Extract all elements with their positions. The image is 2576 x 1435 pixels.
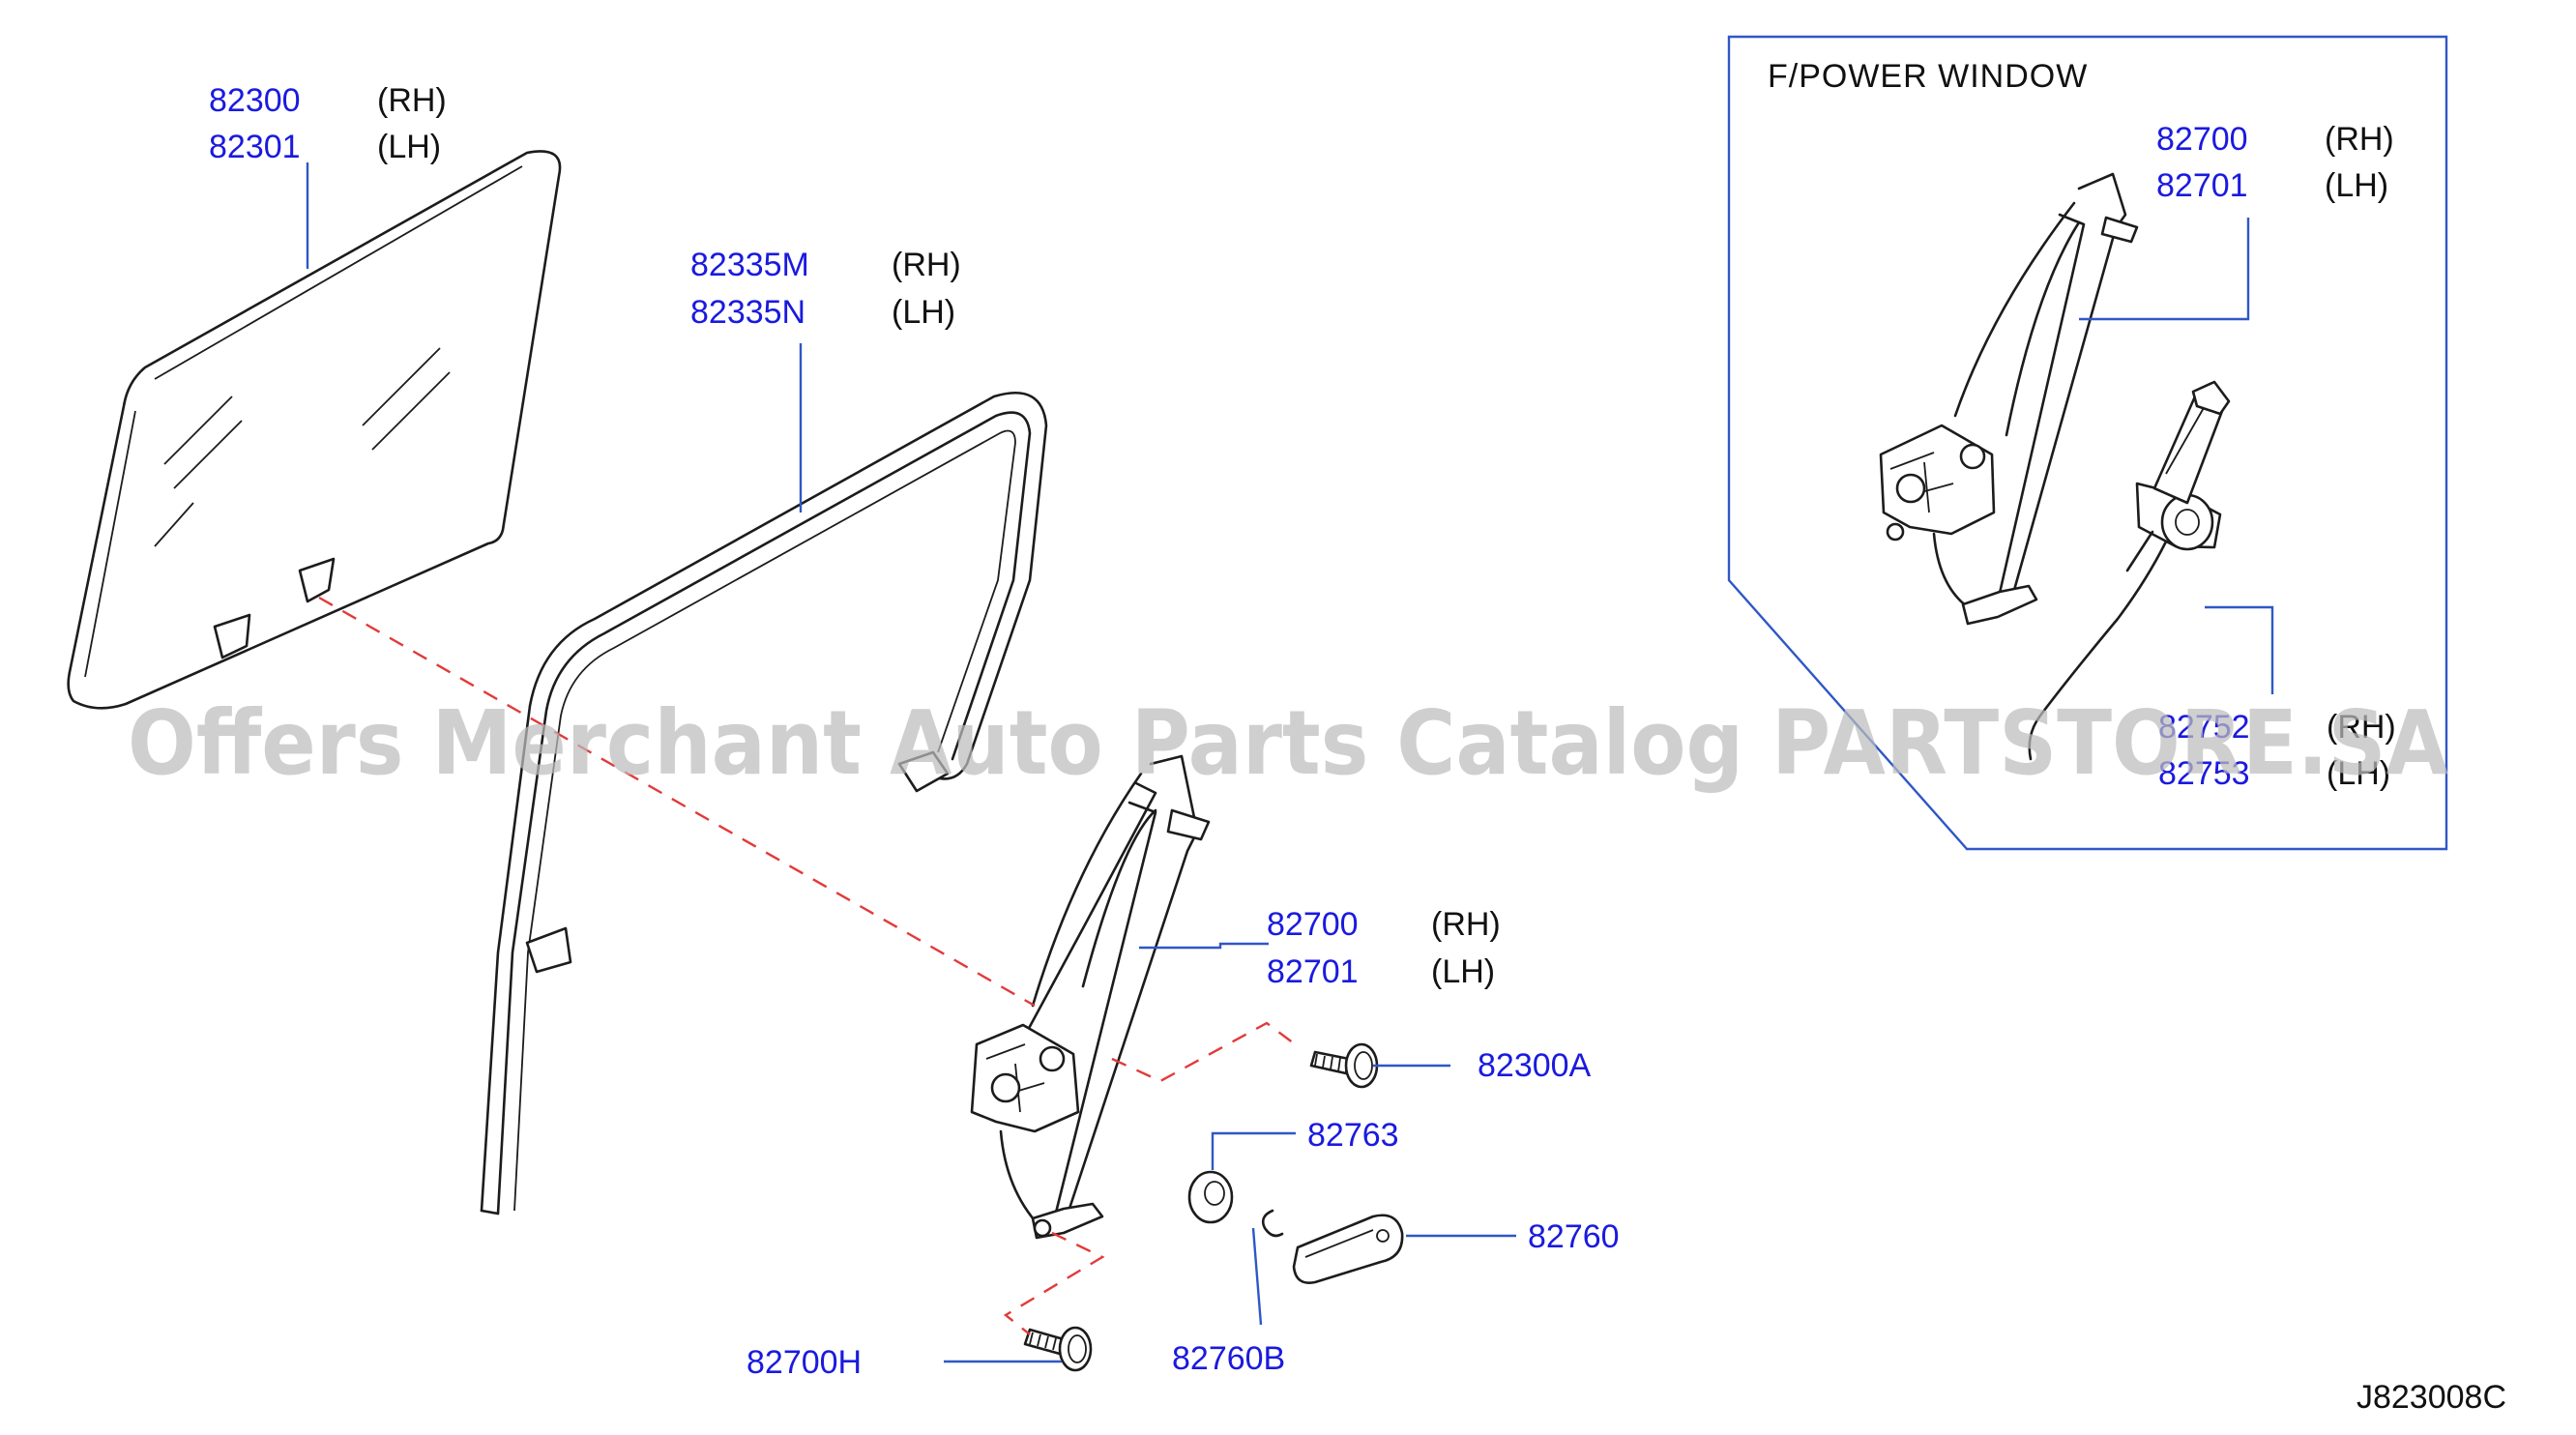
door-sash: [480, 392, 1048, 1215]
part-number-inset-regulator-lh[interactable]: 82701: [2156, 167, 2248, 204]
part-number-sash-rh[interactable]: 82335M: [690, 247, 809, 283]
window-handle-82760: [1292, 1214, 1404, 1284]
power-window-inset: [1727, 35, 2448, 851]
part-number-regulator-rh[interactable]: 82700: [1267, 906, 1359, 943]
part-number-regulator-lh[interactable]: 82701: [1267, 953, 1359, 990]
window-regulator: [970, 754, 1211, 1240]
inset-title: F/POWER WINDOW: [1768, 58, 2088, 95]
part-number-bolt-regulator[interactable]: 82700H: [746, 1344, 862, 1381]
bolt-82700H: [1023, 1326, 1093, 1372]
side-label-sash-lh: (LH): [892, 294, 955, 331]
side-label-inset-motor-rh: (RH): [2327, 709, 2396, 746]
escutcheon-82763: [1187, 1170, 1234, 1224]
drawing-code: J823008C: [2356, 1379, 2506, 1416]
inset-window-regulator: [1879, 172, 2139, 626]
side-label-regulator-lh: (LH): [1431, 953, 1495, 990]
reference-dashes: [318, 596, 1299, 1335]
part-number-sash-lh[interactable]: 82335N: [690, 294, 805, 331]
part-number-inset-regulator-rh[interactable]: 82700: [2156, 121, 2248, 158]
callout-sash: 82335M (RH) 82335N (LH): [690, 247, 961, 331]
door-glass: [67, 150, 562, 710]
clip-82760B: [1261, 1209, 1284, 1238]
side-label-glass-rh: (RH): [377, 82, 447, 119]
part-number-bolt-glass[interactable]: 82300A: [1478, 1047, 1592, 1084]
callout-regulator: 82700 (RH) 82701 (LH): [1267, 906, 1501, 990]
callout-glass: 82300 (RH) 82301 (LH): [209, 82, 447, 165]
side-label-regulator-rh: (RH): [1431, 906, 1501, 943]
leader-lines: [306, 162, 1516, 1363]
side-label-inset-regulator-lh: (LH): [2325, 167, 2388, 204]
part-number-handle[interactable]: 82760: [1528, 1218, 1620, 1255]
part-number-inset-motor-rh[interactable]: 82752: [2158, 709, 2250, 746]
bolt-82300A: [1309, 1042, 1379, 1089]
inset-window-motor: [2028, 380, 2231, 761]
side-label-glass-lh: (LH): [377, 129, 441, 165]
watermark: Offers Merchant Auto Parts Catalog PARTS…: [128, 691, 2448, 795]
part-number-glass-lh[interactable]: 82301: [209, 129, 301, 165]
callout-inset-motor: 82752 (RH) 82753 (LH): [2158, 709, 2396, 792]
part-number-clip[interactable]: 82760B: [1172, 1340, 1285, 1377]
side-label-inset-regulator-rh: (RH): [2325, 121, 2394, 158]
part-number-glass-rh[interactable]: 82300: [209, 82, 301, 119]
part-number-escutcheon[interactable]: 82763: [1307, 1117, 1399, 1154]
callout-inset-regulator: 82700 (RH) 82701 (LH): [2156, 121, 2394, 204]
side-label-inset-motor-lh: (LH): [2327, 755, 2390, 792]
part-number-inset-motor-lh[interactable]: 82753: [2158, 755, 2250, 792]
side-label-sash-rh: (RH): [892, 247, 961, 283]
